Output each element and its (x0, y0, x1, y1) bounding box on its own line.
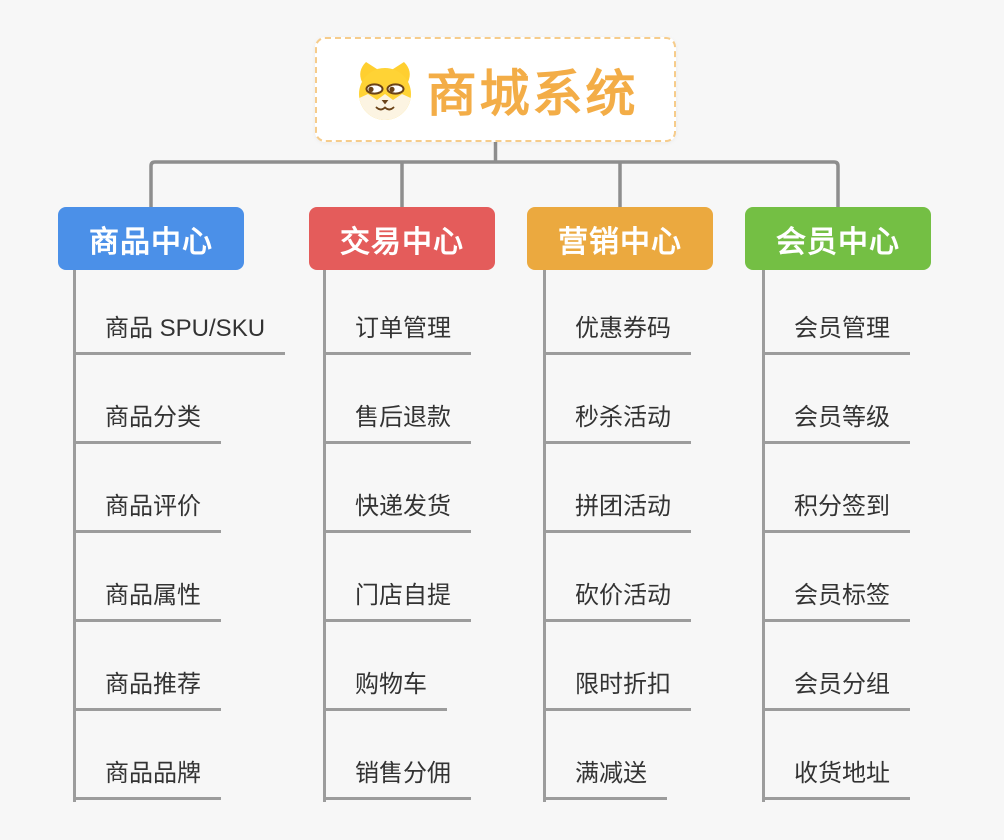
child-node-label[interactable]: 优惠券码 (543, 308, 691, 355)
child-node: 会员等级 (762, 355, 910, 444)
child-node-label[interactable]: 砍价活动 (543, 575, 691, 622)
branch-label: 交易中心 (340, 225, 464, 259)
child-node: 商品评价 (73, 444, 285, 533)
child-node-label[interactable]: 售后退款 (323, 397, 471, 444)
branch-label: 营销中心 (558, 225, 682, 259)
branch-children-trade: 订单管理 售后退款 快递发货 门店自提 购物车 销售分佣 (323, 266, 471, 802)
child-node: 订单管理 (323, 266, 471, 355)
branch-node-marketing[interactable]: 营销中心 (527, 207, 713, 270)
trunk-line (323, 270, 326, 802)
branch-node-product[interactable]: 商品中心 (58, 207, 244, 270)
child-node-label[interactable]: 收货地址 (762, 753, 910, 800)
child-node-label[interactable]: 销售分佣 (323, 753, 471, 800)
child-node-label[interactable]: 会员等级 (762, 397, 910, 444)
child-node-label[interactable]: 商品评价 (73, 486, 221, 533)
trunk-line (762, 270, 765, 802)
child-node: 购物车 (323, 622, 471, 711)
child-node: 商品属性 (73, 533, 285, 622)
child-node: 快递发货 (323, 444, 471, 533)
root-title: 商城系统 (426, 65, 639, 122)
child-node-label[interactable]: 限时折扣 (543, 664, 691, 711)
child-node: 收货地址 (762, 711, 910, 800)
trunk-line (73, 270, 76, 802)
child-node-label[interactable]: 商品分类 (73, 397, 221, 444)
child-node-label[interactable]: 商品品牌 (73, 753, 221, 800)
child-node-label[interactable]: 订单管理 (323, 308, 471, 355)
child-node-label[interactable]: 商品推荐 (73, 664, 221, 711)
child-node-label[interactable]: 会员分组 (762, 664, 910, 711)
child-node: 售后退款 (323, 355, 471, 444)
child-node: 满减送 (543, 711, 691, 800)
child-node: 积分签到 (762, 444, 910, 533)
child-node: 会员管理 (762, 266, 910, 355)
child-node: 会员标签 (762, 533, 910, 622)
branch-label: 会员中心 (776, 225, 900, 259)
root-node[interactable]: 商城系统 (315, 37, 676, 142)
child-node: 商品 SPU/SKU (73, 266, 286, 355)
child-node-label[interactable]: 满减送 (543, 753, 667, 800)
branch-node-trade[interactable]: 交易中心 (309, 207, 495, 270)
child-node: 砍价活动 (543, 533, 691, 622)
child-node: 限时折扣 (543, 622, 691, 711)
child-node: 门店自提 (323, 533, 471, 622)
child-node-label[interactable]: 商品 SPU/SKU (73, 308, 286, 355)
child-node: 商品推荐 (73, 622, 285, 711)
child-node: 销售分佣 (323, 711, 471, 800)
dog-face-icon (358, 61, 411, 120)
child-node: 优惠券码 (543, 266, 691, 355)
child-node-label[interactable]: 快递发货 (323, 486, 471, 533)
child-node-label[interactable]: 会员标签 (762, 575, 910, 622)
child-node-label[interactable]: 购物车 (323, 664, 447, 711)
child-node-label[interactable]: 门店自提 (323, 575, 471, 622)
child-node: 拼团活动 (543, 444, 691, 533)
child-node-label[interactable]: 会员管理 (762, 308, 910, 355)
trunk-line (543, 270, 546, 802)
branch-label: 商品中心 (89, 225, 213, 259)
branch-children-marketing: 优惠券码 秒杀活动 拼团活动 砍价活动 限时折扣 满减送 (543, 266, 691, 802)
child-node-label[interactable]: 秒杀活动 (543, 397, 691, 444)
branch-children-member: 会员管理 会员等级 积分签到 会员标签 会员分组 收货地址 (762, 266, 910, 802)
child-node: 商品品牌 (73, 711, 285, 800)
child-node-label[interactable]: 拼团活动 (543, 486, 691, 533)
child-node-label[interactable]: 商品属性 (73, 575, 221, 622)
branch-node-member[interactable]: 会员中心 (745, 207, 931, 270)
child-node: 秒杀活动 (543, 355, 691, 444)
branch-bracket-line (149, 160, 840, 207)
child-node-label[interactable]: 积分签到 (762, 486, 910, 533)
branch-children-product: 商品 SPU/SKU 商品分类 商品评价 商品属性 商品推荐 商品品牌 (73, 266, 286, 802)
child-node: 会员分组 (762, 622, 910, 711)
child-node: 商品分类 (73, 355, 285, 444)
